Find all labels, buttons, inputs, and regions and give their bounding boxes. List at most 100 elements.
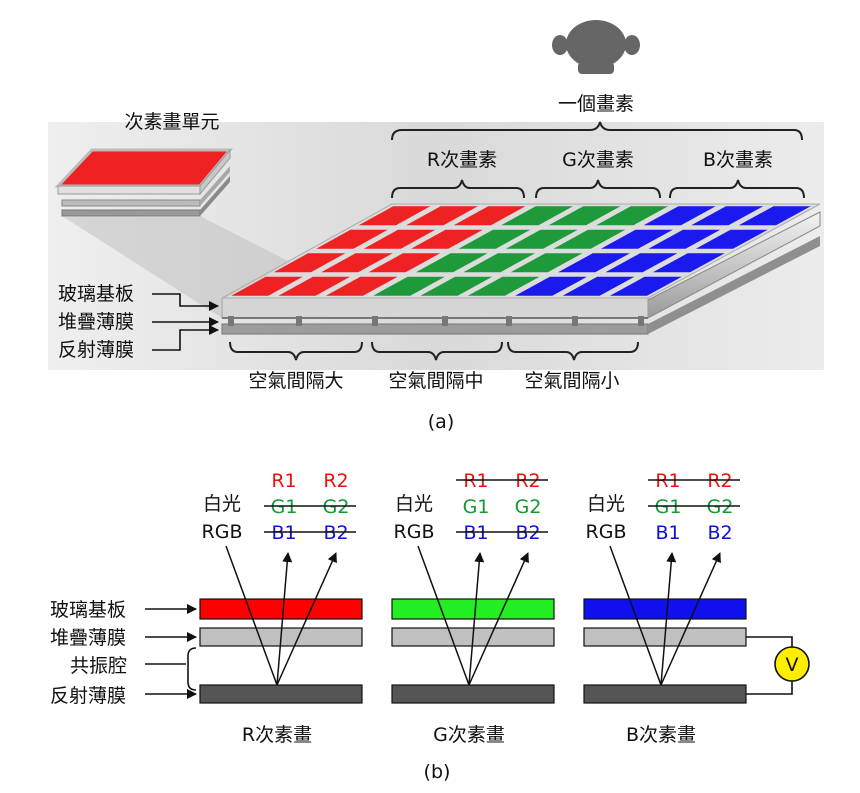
subpixel-cell xyxy=(373,276,445,296)
reflected-ray xyxy=(660,552,677,686)
incident-ray xyxy=(225,545,278,686)
arrow-reflector xyxy=(152,325,219,351)
subpixel-cell xyxy=(515,276,587,296)
output-wavelength-label: R2 xyxy=(323,470,348,492)
subpixel-cell xyxy=(321,253,393,273)
b-label-cavity: 共振腔 xyxy=(70,655,127,677)
subpixel-cell xyxy=(558,253,630,273)
pixel-brace xyxy=(391,121,803,141)
voltage-source xyxy=(774,646,810,682)
part-a: 一個畫素 R次畫素 G次畫素 B次畫素 次素畫單元 xyxy=(48,20,824,433)
subpixel-cell xyxy=(648,229,721,249)
subpixel-cell xyxy=(548,206,621,226)
subpixel-cell xyxy=(600,229,673,249)
reflector-layer xyxy=(199,684,363,704)
subpixel-cell xyxy=(691,206,764,226)
rgb-light-label: RGB xyxy=(394,521,435,543)
subpixel-cell xyxy=(316,229,388,249)
subpixel-unit-thumbnail xyxy=(54,148,234,217)
subpixel-cell xyxy=(605,253,678,273)
subpixel-grid xyxy=(221,203,821,299)
output-wavelength-label: G2 xyxy=(515,496,542,518)
reflected-ray xyxy=(468,552,485,686)
subpixel-cell xyxy=(506,229,578,249)
rgb-light-label: RGB xyxy=(202,521,243,543)
subpixel-cell xyxy=(406,206,478,226)
panel-front-edge xyxy=(221,297,649,319)
output-wavelength-label: R1 xyxy=(655,470,680,492)
zoom-projection xyxy=(62,216,290,318)
subpixel-cell xyxy=(273,253,346,273)
subpixel-cell xyxy=(596,206,669,226)
subpixel-name: B次素畫 xyxy=(626,724,696,746)
output-wavelength-label: G1 xyxy=(463,496,490,518)
voltage-wire xyxy=(746,636,793,695)
pixel-label: 一個畫素 xyxy=(558,93,634,115)
caption-b: (b) xyxy=(424,761,451,783)
gap-label-medium: 空氣間隔中 xyxy=(388,370,483,392)
glass-layer xyxy=(391,598,555,620)
gap-brace-large xyxy=(229,341,363,361)
reflected-ray xyxy=(276,552,337,686)
subpixel-label-g: G次畫素 xyxy=(562,149,634,171)
subpixel-cell xyxy=(358,206,431,226)
subpixel-cell xyxy=(458,229,531,249)
output-wavelength-label: G1 xyxy=(271,496,298,518)
output-wavelength-label: G2 xyxy=(323,496,350,518)
layer-label-stack: 堆疊薄膜 xyxy=(58,311,134,333)
subpixel-cell xyxy=(463,253,535,273)
caption-a: (a) xyxy=(428,411,454,433)
reflected-ray xyxy=(660,552,721,686)
subpixel-cell xyxy=(467,276,540,296)
b-label-glass: 玻璃基板 xyxy=(50,599,126,621)
panel-posts xyxy=(228,316,644,326)
glass-layer xyxy=(583,598,747,620)
subpixel-label-r: R次畫素 xyxy=(427,149,497,171)
subpixel-cell xyxy=(363,229,436,249)
reflected-ray xyxy=(468,552,529,686)
subpixel-cell xyxy=(411,229,483,249)
rgb-light-label: RGB xyxy=(586,521,627,543)
gap-brace-small xyxy=(507,341,639,361)
subpixel-cell xyxy=(453,206,526,226)
white-light-label: 白光 xyxy=(587,493,625,515)
subpixel-cell xyxy=(652,253,725,273)
layer-label-reflector: 反射薄膜 xyxy=(58,339,134,361)
subpixel-cell xyxy=(325,276,398,296)
subpixel-cell xyxy=(609,276,682,296)
b-label-stack: 堆疊薄膜 xyxy=(50,627,126,649)
subpixel-cell xyxy=(368,253,441,273)
subpixel-label-b: B次畫素 xyxy=(703,149,773,171)
glass-layer xyxy=(199,598,363,620)
subpixel-name: R次素畫 xyxy=(242,724,312,746)
output-wavelength-label: B2 xyxy=(323,522,348,544)
layer-label-glass: 玻璃基板 xyxy=(58,283,134,305)
subpixel-cell xyxy=(510,253,583,273)
subpixel-cell xyxy=(562,276,635,296)
subpixel-cell xyxy=(231,276,303,296)
reflected-ray xyxy=(276,552,293,686)
output-wavelength-label: G1 xyxy=(655,496,682,518)
voltage-label: V xyxy=(786,654,799,676)
viewer-head-icon xyxy=(552,20,640,74)
subpixel-cell xyxy=(553,229,626,249)
brace-r xyxy=(391,179,525,199)
white-light-label: 白光 xyxy=(203,493,241,515)
panel-reflector-side xyxy=(648,236,820,334)
subpixel-cell xyxy=(695,229,768,249)
b-cavity-bracket xyxy=(145,647,197,691)
subpixel-cell xyxy=(501,206,573,226)
output-wavelength-label: B1 xyxy=(655,522,680,544)
subpixel-cell xyxy=(643,206,716,226)
incident-ray xyxy=(609,545,662,686)
panel-top-face xyxy=(221,203,821,299)
brace-g xyxy=(535,179,661,199)
output-wavelength-label: R2 xyxy=(515,470,540,492)
subpixel-name: G次素畫 xyxy=(433,724,505,746)
output-wavelength-label: R2 xyxy=(707,470,732,492)
